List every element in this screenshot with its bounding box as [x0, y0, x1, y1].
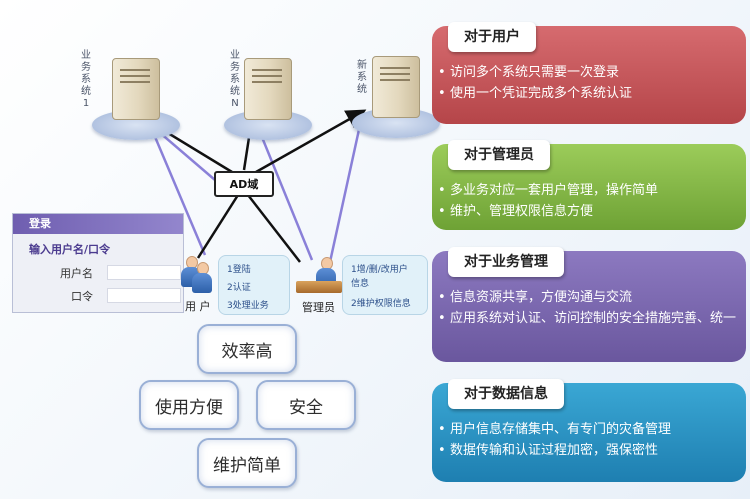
card-item: 维护、管理权限信息方便: [438, 201, 742, 222]
server-icon: [244, 58, 292, 120]
password-input[interactable]: [107, 288, 181, 303]
user-icon: [191, 262, 213, 294]
admin-label: 管理员: [302, 301, 335, 314]
password-label: 口令: [71, 290, 93, 303]
card-item: 多业务对应一套用户管理，操作简单: [438, 180, 742, 201]
login-title: 登录: [13, 214, 183, 234]
card-title: 对于业务管理: [448, 247, 564, 277]
link-admin-newsystem: [328, 124, 362, 263]
link-user-system1b: [148, 124, 207, 256]
benefit-convenience: 使用方便: [139, 380, 239, 430]
line-user-ad: [196, 194, 240, 259]
server-new-system: [352, 56, 440, 138]
arrow-ad-newsystem: [255, 109, 367, 174]
admin-task: 信息: [351, 279, 370, 289]
server-label-new: 新系统: [357, 60, 367, 95]
server-label-1: 业务系统1: [81, 50, 91, 109]
card-for-users: 对于用户 访问多个系统只需要一次登录 使用一个凭证完成多个系统认证: [432, 22, 746, 124]
card-item: 用户信息存储集中、有专门的灾备管理: [438, 419, 742, 440]
server-icon: [372, 56, 420, 118]
login-panel: 登录 输入用户名/口令 用户名 口令: [12, 213, 184, 313]
card-for-data: 对于数据信息 用户信息存储集中、有专门的灾备管理 数据传输和认证过程加密，强保密…: [432, 379, 746, 482]
card-item: 数据传输和认证过程加密，强保密性: [438, 440, 742, 461]
user-task: 3处理业务: [227, 301, 269, 311]
user-task: 2认证: [227, 283, 251, 293]
card-item: 使用一个凭证完成多个系统认证: [438, 83, 742, 104]
user-label: 用 户: [185, 300, 211, 313]
user-tasks: 1登陆 2认证 3处理业务: [218, 255, 290, 315]
card-title: 对于用户: [448, 22, 536, 52]
card-title: 对于数据信息: [448, 379, 564, 409]
admin-tasks: 1增/删/改用户 信息 2维护权限信息: [342, 255, 428, 315]
admin-desk-icon: [296, 281, 342, 293]
benefit-efficiency: 效率高: [197, 324, 297, 374]
user-task: 1登陆: [227, 265, 251, 275]
username-input[interactable]: [107, 265, 181, 280]
link-admin-systemN: [253, 119, 314, 261]
card-for-business: 对于业务管理 信息资源共享，方便沟通与交流 应用系统对认证、访问控制的安全措施完…: [432, 247, 746, 362]
card-item: 信息资源共享，方便沟通与交流: [438, 287, 742, 308]
line-admin-ad: [247, 194, 301, 263]
ad-domain-node: AD域: [214, 171, 274, 197]
server-icon: [112, 58, 160, 120]
server-system-1: [92, 58, 180, 140]
card-for-admins: 对于管理员 多业务对应一套用户管理，操作简单 维护、管理权限信息方便: [432, 140, 746, 230]
login-hint: 输入用户名/口令: [29, 243, 111, 256]
admin-task: 1增/删/改用户: [351, 265, 408, 275]
card-item: 访问多个系统只需要一次登录: [438, 62, 742, 83]
admin-task: 2维护权限信息: [351, 299, 411, 309]
benefit-easy-maintenance: 维护简单: [197, 438, 297, 488]
card-item: 应用系统对认证、访问控制的安全措施完善、统一: [438, 308, 742, 329]
card-title: 对于管理员: [448, 140, 550, 170]
username-label: 用户名: [60, 267, 93, 280]
server-label-n: 业务系统N: [230, 50, 240, 109]
server-system-n: [224, 58, 312, 140]
benefit-security: 安全: [256, 380, 356, 430]
